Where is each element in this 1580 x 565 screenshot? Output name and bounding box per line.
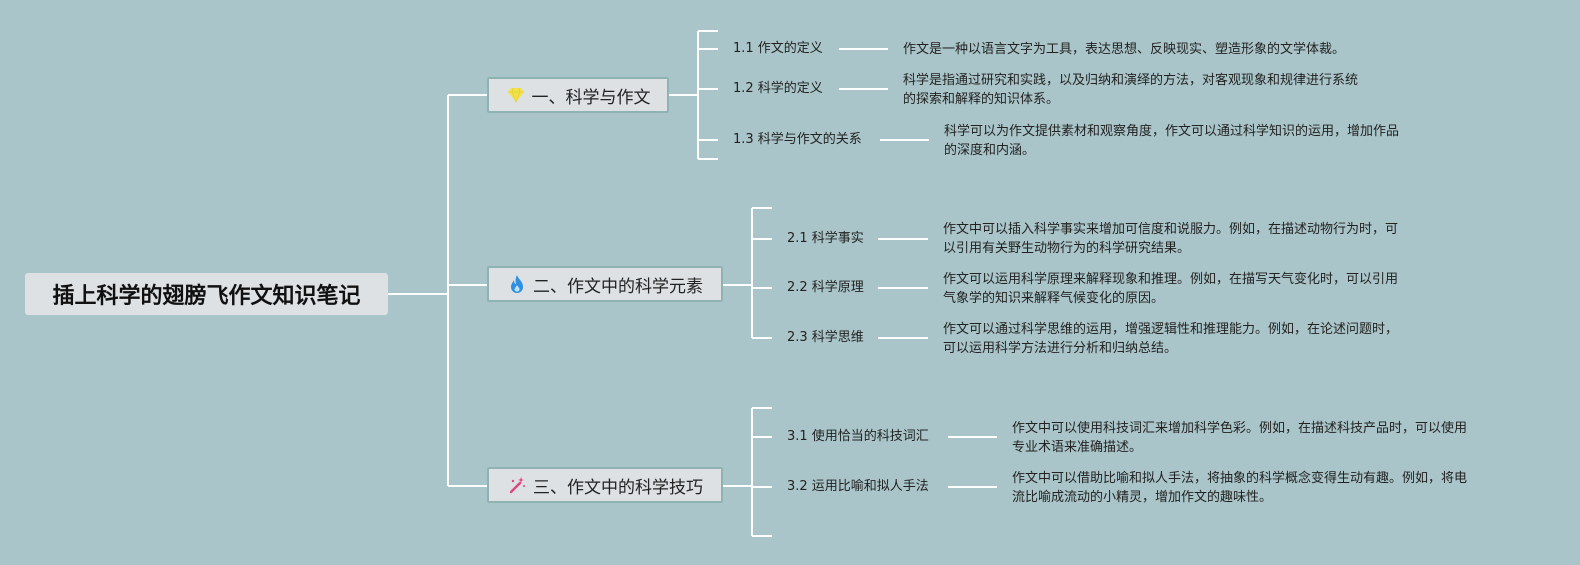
- desc-2-3: 作文可以通过科学思维的运用，增强逻辑性和推理能力。例如，在论述问题时， 可以运用…: [943, 320, 1398, 358]
- desc-3-2: 作文中可以借助比喻和拟人手法，将抽象的科学概念变得生动有趣。例如，将电 流比喻成…: [1012, 469, 1467, 507]
- branch-1-connector: [669, 30, 718, 160]
- sub-topic-1-1[interactable]: 1.1 作文的定义: [733, 41, 823, 56]
- desc-line: 科学可以为作文提供素材和观察角度，作文可以通过科学知识的运用，增加作品: [944, 124, 1400, 139]
- sub-topic-2-1[interactable]: 2.1 科学事实: [787, 231, 864, 246]
- sub-topic-1-3[interactable]: 1.3 科学与作文的关系: [733, 132, 862, 147]
- desc-line: 可以运用科学方法进行分析和归纳总结。: [943, 341, 1178, 356]
- branch-science-elements[interactable]: 二、作文中的科学元素: [487, 266, 723, 302]
- desc-2-1: 作文中可以插入科学事实来增加可信度和说服力。例如，在描述动物行为时，可 以引用有…: [943, 220, 1398, 258]
- desc-1-2: 科学是指通过研究和实践，以及归纳和演绎的方法，对客观现象和规律进行系统 的探索和…: [903, 71, 1358, 109]
- desc-1-1: 作文是一种以语言文字为工具，表达思想、反映现实、塑造形象的文学体裁。: [903, 40, 1345, 59]
- root-title: 插上科学的翅膀飞作文知识笔记: [52, 284, 361, 309]
- sub-topic-3-2[interactable]: 3.2 运用比喻和拟人手法: [787, 479, 929, 494]
- desc-line: 作文是一种以语言文字为工具，表达思想、反映现实、塑造形象的文学体裁。: [903, 42, 1346, 57]
- branch-2-connector: [723, 207, 772, 339]
- branch-label: 三、作文中的科学技巧: [533, 477, 703, 498]
- desc-line: 作文可以通过科学思维的运用，增强逻辑性和推理能力。例如，在论述问题时，: [943, 322, 1399, 337]
- desc-line: 专业术语来准确描述。: [1012, 440, 1143, 455]
- flame-icon: [507, 274, 527, 294]
- root-connector: [388, 94, 487, 487]
- desc-1-3: 科学可以为作文提供素材和观察角度，作文可以通过科学知识的运用，增加作品 的深度和…: [944, 122, 1399, 160]
- desc-line: 的探索和解释的知识体系。: [903, 92, 1060, 107]
- branch-label: 一、科学与作文: [531, 87, 651, 108]
- desc-line: 科学是指通过研究和实践，以及归纳和演绎的方法，对客观现象和规律进行系统: [903, 73, 1359, 88]
- desc-line: 作文中可以插入科学事实来增加可信度和说服力。例如，在描述动物行为时，可: [943, 222, 1399, 237]
- sub-topic-2-3[interactable]: 2.3 科学思维: [787, 330, 864, 345]
- desc-line: 作文可以运用科学原理来解释现象和推理。例如，在描写天气变化时，可以引用: [943, 272, 1399, 287]
- desc-line: 以引用有关野生动物行为的科学研究结果。: [943, 241, 1191, 256]
- diamond-icon: [506, 85, 526, 105]
- branch-label: 二、作文中的科学元素: [533, 276, 703, 297]
- branch-3-connector: [723, 407, 772, 537]
- desc-line: 的深度和内涵。: [944, 143, 1036, 158]
- sub-topic-2-2[interactable]: 2.2 科学原理: [787, 280, 864, 295]
- sub-topic-1-2[interactable]: 1.2 科学的定义: [733, 81, 823, 96]
- desc-line: 作文中可以使用科技词汇来增加科学色彩。例如，在描述科技产品时，可以使用: [1012, 421, 1468, 436]
- sub-topic-3-1[interactable]: 3.1 使用恰当的科技词汇: [787, 429, 929, 444]
- desc-3-1: 作文中可以使用科技词汇来增加科学色彩。例如，在描述科技产品时，可以使用 专业术语…: [1012, 419, 1467, 457]
- root-topic[interactable]: 插上科学的翅膀飞作文知识笔记: [25, 273, 388, 315]
- branch-science-and-writing[interactable]: 一、科学与作文: [487, 77, 669, 113]
- desc-2-2: 作文可以运用科学原理来解释现象和推理。例如，在描写天气变化时，可以引用 气象学的…: [943, 270, 1398, 308]
- magic-wand-icon: [507, 475, 527, 495]
- desc-line: 气象学的知识来解释气候变化的原因。: [943, 291, 1165, 306]
- branch-science-techniques[interactable]: 三、作文中的科学技巧: [487, 467, 723, 503]
- desc-line: 流比喻成流动的小精灵，增加作文的趣味性。: [1012, 490, 1273, 505]
- desc-line: 作文中可以借助比喻和拟人手法，将抽象的科学概念变得生动有趣。例如，将电: [1012, 471, 1468, 486]
